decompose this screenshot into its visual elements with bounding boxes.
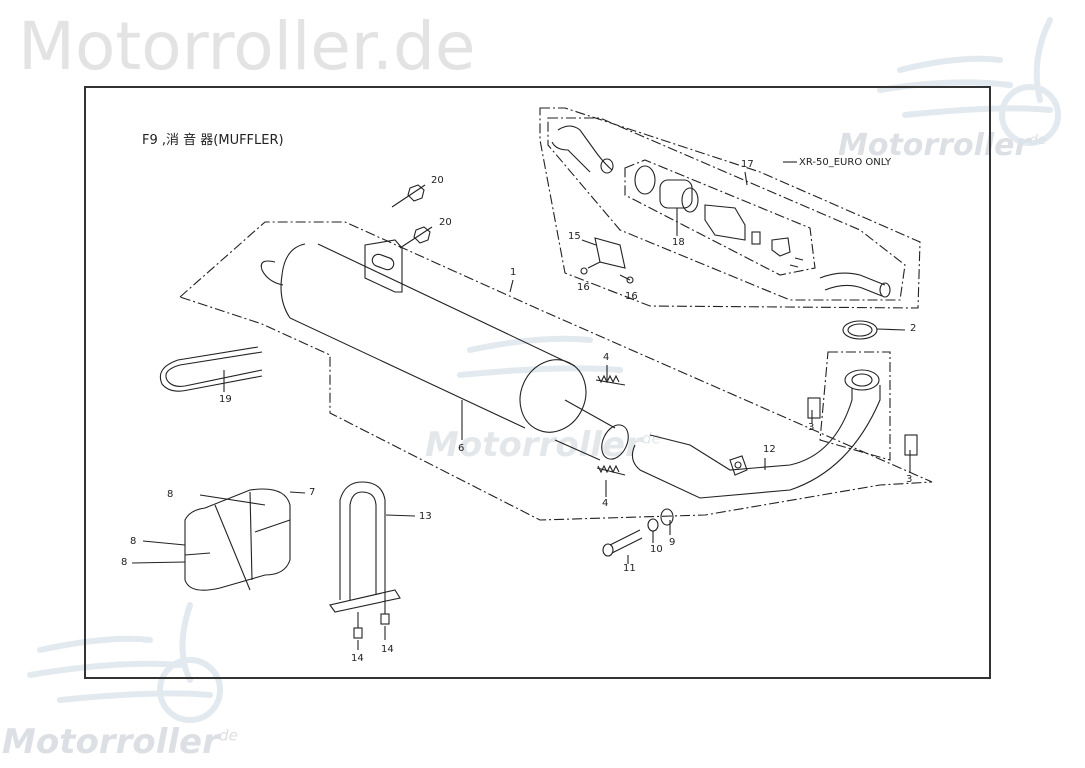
watermark-logo-top-right: Motorrollerde <box>838 128 1046 163</box>
callout-8: 8 <box>121 557 128 568</box>
nut-3b <box>904 434 918 456</box>
nut-20b <box>413 226 431 244</box>
callout-7: 7 <box>309 487 316 498</box>
spring-upper <box>597 374 620 384</box>
euro-inlet-pipe <box>557 125 613 171</box>
group-outline-muffler <box>178 221 933 521</box>
gasket <box>842 320 878 340</box>
group-outline-euro-kit <box>539 107 921 309</box>
group-outline-catalyst <box>624 159 816 276</box>
callout-1: 1 <box>510 267 517 278</box>
spring-lower <box>597 464 620 474</box>
callout-2: 2 <box>910 323 917 334</box>
callout-14: 14 <box>381 644 394 655</box>
watermark-logo-suffix: de <box>641 429 661 448</box>
watermark-logo-text: Motorroller <box>838 128 1030 163</box>
diagram-title: F9 ,消 音 器(MUFFLER) <box>142 133 284 148</box>
callout-15: 15 <box>568 231 581 242</box>
plate-15 <box>594 237 626 269</box>
heat-shield <box>184 488 291 591</box>
callout-3: 3 <box>808 422 815 433</box>
euro-outlet-pipe <box>819 272 886 286</box>
washer-10 <box>647 518 659 532</box>
catalyst-core <box>659 179 693 209</box>
callout-19: 19 <box>219 394 232 405</box>
nut-3a <box>807 397 821 419</box>
callout-20: 20 <box>431 175 444 186</box>
watermark-logo-suffix: de <box>218 726 238 745</box>
diagram-frame <box>84 86 991 679</box>
callout-18: 18 <box>672 237 685 248</box>
watermark-logo-text: Motorroller <box>425 425 642 465</box>
callout-3: 3 <box>906 474 913 485</box>
callout-16: 16 <box>577 282 590 293</box>
catalyst-front-plate <box>634 165 656 195</box>
bracket <box>339 481 386 600</box>
group-outline-euro-inner <box>547 117 906 301</box>
bolt-11 <box>609 529 643 554</box>
callout-20: 20 <box>439 217 452 228</box>
callout-17: 17 <box>741 159 754 170</box>
muffler-body <box>260 239 629 461</box>
watermark-logo-center: Motorrollerde <box>425 425 661 465</box>
nut-20a <box>407 184 425 202</box>
screw-16b <box>626 276 634 284</box>
callout-8: 8 <box>167 489 174 500</box>
callout-4: 4 <box>602 498 609 509</box>
washer-9 <box>660 508 674 526</box>
callout-4: 4 <box>603 352 610 363</box>
watermark-title: Motorroller.de <box>18 8 476 85</box>
catalyst-housing <box>704 204 746 241</box>
callout-9: 9 <box>669 537 676 548</box>
callout-13: 13 <box>419 511 432 522</box>
group-outline-flange <box>819 351 891 461</box>
callout-16: 16 <box>625 291 638 302</box>
u-bolt <box>165 351 263 387</box>
exhaust-pipe <box>631 369 881 499</box>
screw-16a <box>580 267 588 275</box>
watermark-logo-bottom-left: Motorrollerde <box>2 722 238 762</box>
callout-8: 8 <box>130 536 137 547</box>
bolt-14b <box>380 613 390 625</box>
callout-6: 6 <box>458 443 465 454</box>
callout-12: 12 <box>763 444 776 455</box>
callout-10: 10 <box>650 544 663 555</box>
callout-14: 14 <box>351 653 364 664</box>
callout-11: 11 <box>623 563 636 574</box>
bolt-14a <box>353 627 363 639</box>
watermark-logo-text: Motorroller <box>2 722 219 762</box>
euro-only-note: XR-50_EURO ONLY <box>799 157 892 168</box>
